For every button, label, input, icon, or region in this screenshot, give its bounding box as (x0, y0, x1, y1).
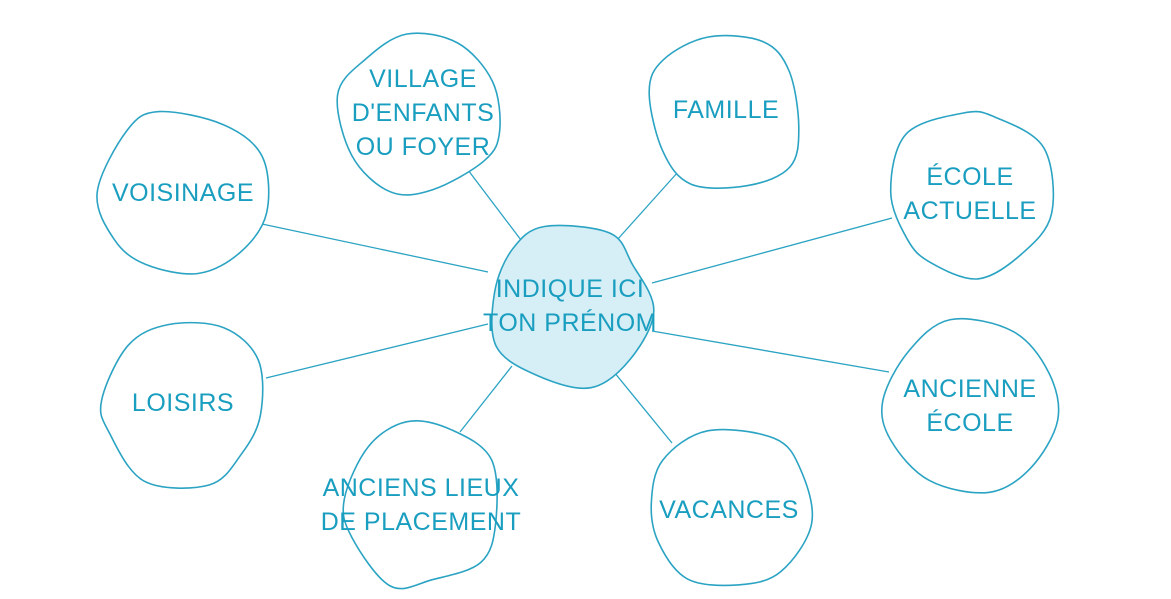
connector-lines (261, 169, 893, 444)
bubble-outline-ecole-actuelle (889, 110, 1055, 280)
bubble-ancienne-ecole: ANCIENNE ÉCOLE (880, 317, 1060, 494)
connector-ancienne-ecole (651, 330, 890, 373)
bubbles-group: VILLAGE D'ENFANTS OU FOYER FAMILLE VOISINAGE… (96, 32, 1060, 590)
bubble-ancienne-ecole-label-line-2: ÉCOLE (926, 408, 1013, 437)
center-bubble-label-line-2: TON PRÉNOM (483, 308, 657, 337)
bubble-voisinage: VOISINAGE (96, 110, 270, 275)
bubble-ancienne-ecole-label-line-1: ANCIENNE (903, 375, 1036, 403)
bubble-famille-label-line-1: FAMILLE (673, 96, 779, 124)
bubble-village-label-line-1: VILLAGE (369, 65, 477, 93)
bubble-loisirs-label-line-1: LOISIRS (132, 389, 234, 417)
center-bubble-outline (490, 224, 655, 390)
center-bubble-label-line-1: INDIQUE ICI (496, 275, 645, 303)
bubble-voisinage-label-line-1: VOISINAGE (112, 179, 254, 207)
bubble-outline-voisinage (96, 110, 270, 275)
connector-loisirs (265, 323, 489, 379)
bubble-ecole-actuelle: ÉCOLE ACTUELLE (889, 110, 1055, 280)
bubble-vacances-label-line-1: VACANCES (659, 496, 799, 524)
bubble-outline-anciens-lieux (342, 420, 498, 590)
bubble-anciens-lieux-label-line-2: DE PLACEMENT (321, 508, 521, 536)
connector-village (467, 169, 522, 241)
bubble-village-label-line-2: D'ENFANTS (352, 99, 495, 127)
bubble-village: VILLAGE D'ENFANTS OU FOYER (336, 32, 501, 196)
bubble-outline-vacances (650, 428, 814, 587)
bubble-outline-famille (648, 34, 800, 189)
connector-vacances (613, 371, 673, 444)
connector-voisinage (261, 223, 489, 273)
bubble-famille: FAMILLE (648, 34, 800, 189)
connector-famille (616, 171, 679, 241)
bubble-vacances: VACANCES (650, 428, 814, 587)
bubble-ecole-actuelle-label-line-1: ÉCOLE (926, 162, 1013, 191)
connector-ecole-actuelle (651, 217, 893, 284)
bubble-outline-loisirs (99, 321, 264, 489)
bubble-ecole-actuelle-label-line-2: ACTUELLE (903, 197, 1036, 225)
bubble-outline-ancienne-ecole (880, 317, 1060, 494)
bubble-anciens-lieux-label-line-1: ANCIENS LIEUX (323, 474, 520, 502)
bubble-loisirs: LOISIRS (99, 321, 264, 489)
connector-anciens-lieux (459, 365, 513, 433)
bubble-outline-village (336, 32, 501, 196)
bubble-anciens-lieux: ANCIENS LIEUX DE PLACEMENT (321, 420, 521, 590)
center-bubble: INDIQUE ICI TON PRÉNOM (483, 224, 657, 390)
bubble-village-label-line-3: OU FOYER (356, 133, 491, 161)
